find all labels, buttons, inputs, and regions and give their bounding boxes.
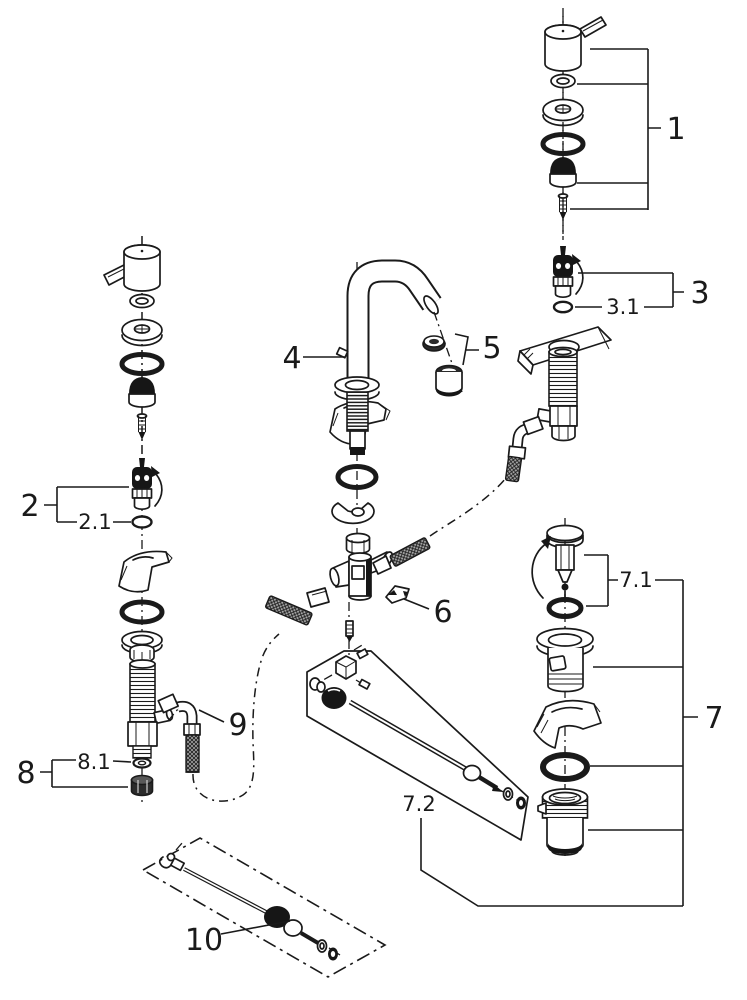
callout-1: 1 bbox=[666, 112, 685, 147]
wedge-gasket-drain bbox=[533, 699, 602, 749]
valve-body-right bbox=[536, 405, 578, 442]
hose-right bbox=[372, 537, 431, 575]
elbow-hose-right bbox=[504, 415, 544, 483]
spout-assembly bbox=[265, 259, 463, 662]
callout-3: 3 bbox=[690, 276, 709, 311]
callout-2: 2 bbox=[20, 489, 39, 524]
mounting-nut-8 bbox=[130, 774, 154, 797]
callout-bracket-3 bbox=[575, 272, 684, 308]
pivot-box-7-2 bbox=[306, 643, 529, 841]
callout-leader-10 bbox=[220, 920, 291, 935]
lift-rod-assembly bbox=[158, 841, 341, 961]
side-port bbox=[153, 708, 174, 725]
grub-screw bbox=[345, 602, 354, 662]
o-ring-3-1 bbox=[552, 300, 574, 314]
bushing-left bbox=[121, 630, 163, 663]
tee-connector bbox=[329, 551, 394, 601]
hose-routing-dash-left bbox=[192, 633, 280, 802]
callout-6: 6 bbox=[433, 595, 452, 630]
callout-10: 10 bbox=[185, 923, 223, 958]
stopper-o-ring bbox=[546, 597, 584, 619]
callout-4: 4 bbox=[282, 341, 301, 376]
callout-3-1: 3.1 bbox=[606, 295, 639, 319]
handle-lever-right bbox=[579, 16, 607, 38]
pivot-cube bbox=[335, 655, 357, 680]
elbow-hose-9 bbox=[157, 693, 201, 773]
handle-assembly-right bbox=[504, 8, 612, 483]
pivot-rod bbox=[348, 699, 503, 792]
spout-4 bbox=[335, 259, 442, 390]
callout-bracket-5 bbox=[454, 333, 479, 366]
callout-8-1: 8.1 bbox=[77, 750, 110, 774]
horseshoe-washer bbox=[331, 502, 375, 525]
drain-body bbox=[537, 788, 589, 856]
cartridge-3 bbox=[552, 245, 584, 299]
spout-tab bbox=[335, 346, 349, 359]
handle-assembly-left bbox=[103, 236, 201, 806]
drain-assembly bbox=[531, 518, 602, 858]
callout-9: 9 bbox=[228, 708, 247, 743]
valve-body-left bbox=[127, 708, 174, 759]
aerator-housing-5 bbox=[435, 364, 463, 397]
callout-5: 5 bbox=[482, 331, 501, 366]
base-o-ring bbox=[335, 464, 379, 490]
threaded-shank-left bbox=[129, 659, 156, 723]
o-ring-base-left bbox=[119, 599, 165, 625]
ball-joint-nut bbox=[309, 674, 333, 693]
callout-leader-6 bbox=[403, 598, 430, 610]
callout-7: 7 bbox=[704, 701, 723, 736]
cartridge-2 bbox=[131, 457, 163, 511]
aerator-ring-5 bbox=[422, 335, 446, 352]
callout-bracket-7-1 bbox=[584, 554, 683, 607]
ball-seal bbox=[321, 687, 347, 709]
rotation-arrow-icon bbox=[531, 536, 551, 599]
rod-washers bbox=[499, 787, 526, 810]
coil-shank bbox=[346, 391, 369, 455]
drain-o-ring bbox=[540, 752, 590, 782]
retainer-clip-6 bbox=[385, 585, 410, 604]
callout-bracket-8 bbox=[40, 759, 132, 788]
pivot-screws bbox=[353, 643, 371, 690]
threaded-shank-right bbox=[548, 346, 578, 407]
drain-flange bbox=[536, 627, 594, 693]
callout-bracket-1 bbox=[570, 48, 661, 210]
washer-8-1 bbox=[132, 757, 152, 769]
callout-bracket-2 bbox=[44, 486, 131, 523]
rod-kit-box-10 bbox=[141, 837, 387, 978]
hose-routing-dash-right bbox=[429, 477, 507, 537]
pop-up-stopper-7-1 bbox=[531, 524, 584, 602]
callout-leader-9 bbox=[198, 709, 225, 723]
o-ring-2-1 bbox=[131, 515, 153, 529]
callout-2-1: 2.1 bbox=[78, 510, 111, 534]
callout-7-1: 7.1 bbox=[619, 568, 652, 592]
base-nut bbox=[345, 532, 371, 555]
escutcheon-wedge-left bbox=[118, 550, 173, 593]
callout-7-2: 7.2 bbox=[402, 792, 435, 816]
callout-bracket-7 bbox=[420, 580, 698, 907]
callout-8: 8 bbox=[16, 756, 35, 791]
hose-left bbox=[265, 587, 330, 626]
